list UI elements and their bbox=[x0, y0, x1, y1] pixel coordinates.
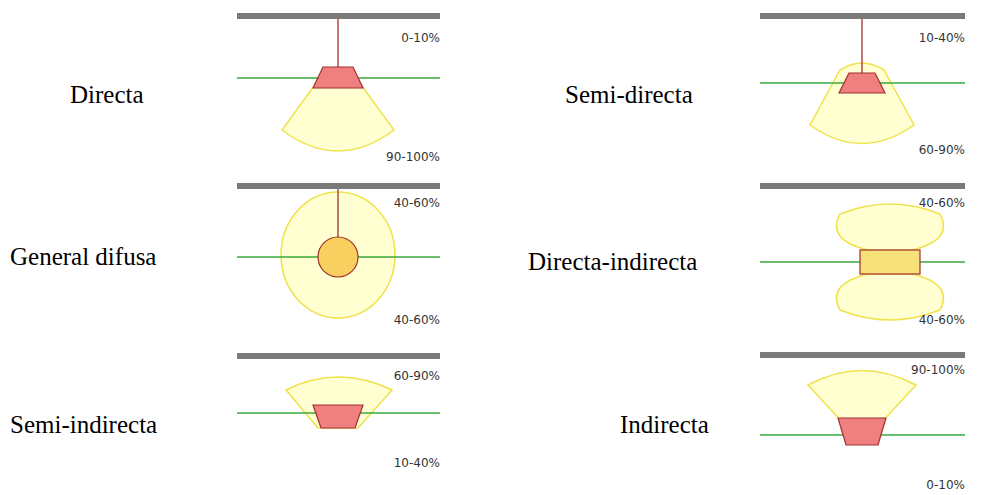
flux-percentage: 0-10% bbox=[401, 31, 440, 45]
lighting-type-label: Directa bbox=[70, 81, 144, 109]
light-distribution bbox=[808, 371, 916, 425]
lighting-type-label: Semi-directa bbox=[565, 81, 693, 109]
light-distribution bbox=[837, 204, 944, 250]
luminaire bbox=[860, 250, 920, 274]
ceiling bbox=[760, 352, 965, 358]
suspension-rod bbox=[861, 19, 863, 73]
suspension-rod bbox=[337, 189, 339, 237]
flux-percentage: 90-100% bbox=[911, 363, 965, 377]
luminaire bbox=[838, 418, 886, 445]
flux-percentage: 60-90% bbox=[919, 143, 965, 157]
lighting-type-label: Directa-indirecta bbox=[528, 248, 697, 276]
ceiling bbox=[760, 13, 965, 19]
luminaire bbox=[318, 237, 358, 277]
flux-percentage: 40-60% bbox=[919, 196, 965, 210]
luminaire bbox=[839, 73, 885, 93]
ceiling bbox=[237, 353, 440, 359]
light-distribution bbox=[282, 86, 394, 151]
flux-percentage: 40-60% bbox=[394, 196, 440, 210]
flux-percentage: 10-40% bbox=[394, 456, 440, 470]
suspension-rod bbox=[337, 19, 339, 67]
ceiling bbox=[760, 183, 965, 189]
light-distribution bbox=[810, 63, 914, 144]
flux-percentage: 0-10% bbox=[926, 478, 965, 492]
lighting-type-label: General difusa bbox=[10, 243, 156, 271]
flux-percentage: 40-60% bbox=[919, 313, 965, 327]
lighting-type-label: Semi-indirecta bbox=[10, 411, 157, 439]
flux-percentage: 10-40% bbox=[919, 31, 965, 45]
light-distribution bbox=[286, 377, 392, 428]
luminaire bbox=[313, 405, 363, 428]
flux-percentage: 90-100% bbox=[386, 150, 440, 164]
flux-percentage: 60-90% bbox=[394, 369, 440, 383]
ceiling bbox=[237, 183, 440, 189]
lighting-type-label: Indirecta bbox=[620, 411, 709, 439]
flux-percentage: 40-60% bbox=[394, 313, 440, 327]
ceiling bbox=[237, 13, 440, 19]
luminaire bbox=[313, 67, 363, 88]
